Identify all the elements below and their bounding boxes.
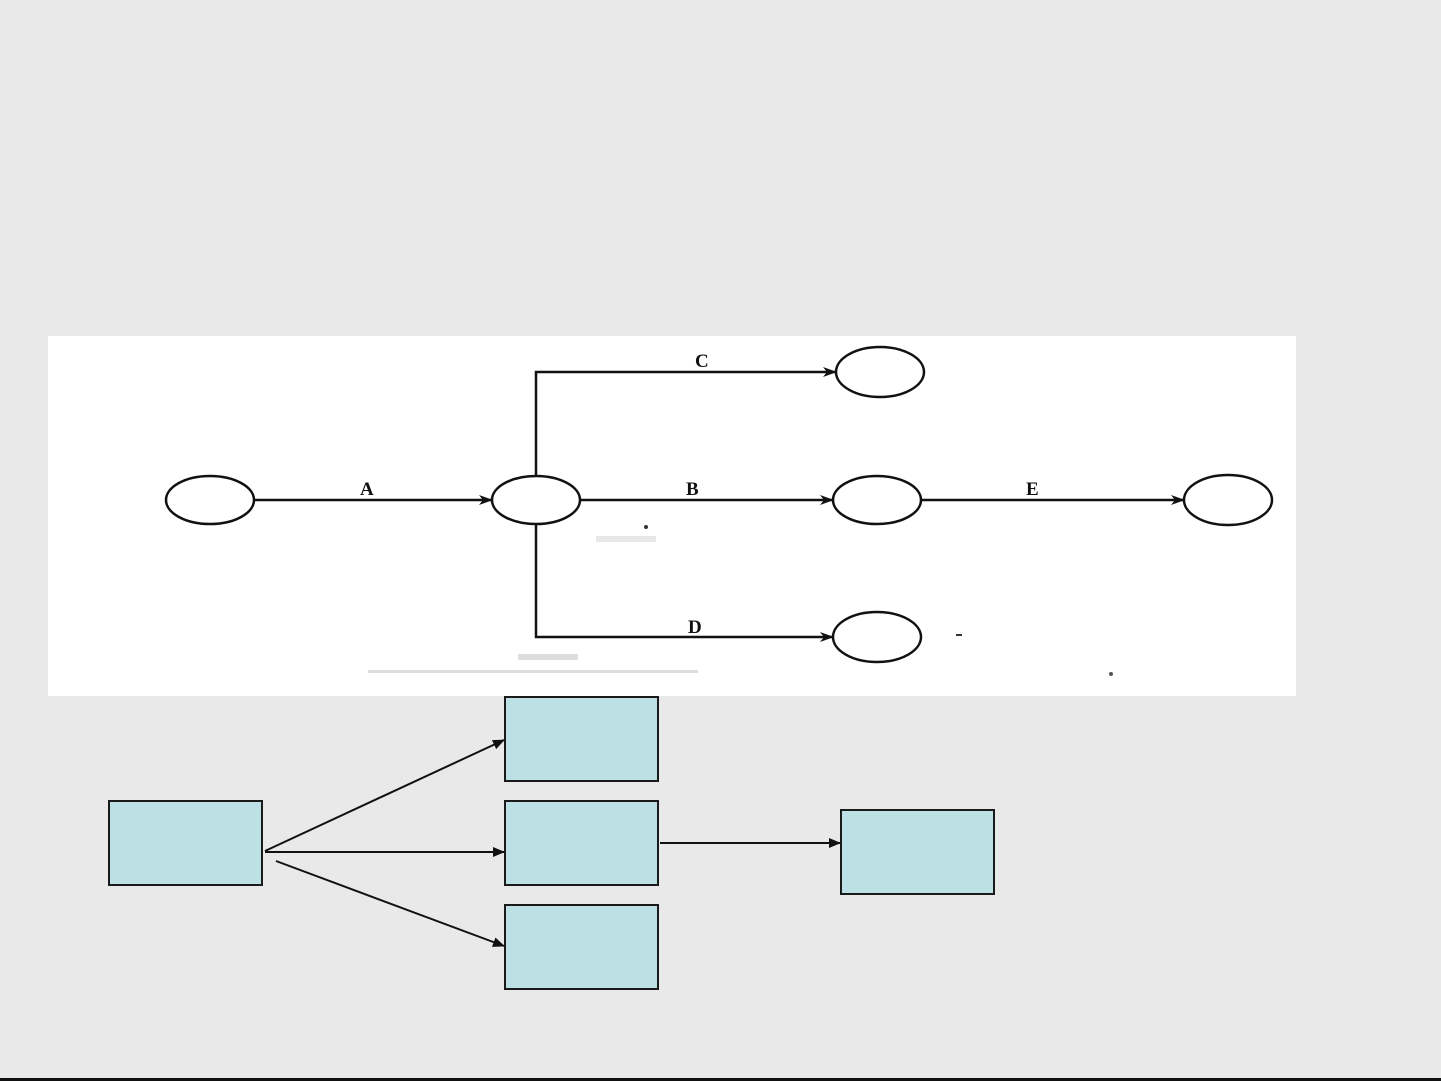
activity-box-middle: [504, 800, 659, 886]
aoa-network-svg: A B C D E: [164, 345, 1274, 676]
bottom-rule: [0, 1078, 1441, 1081]
edge-label-c: C: [695, 351, 709, 372]
edge-label-d: D: [688, 617, 702, 638]
activity-box-bottom: [504, 904, 659, 990]
scan-noise: [368, 525, 1113, 676]
edge-d-arrow: [534, 524, 834, 642]
edge-c-arrow: [534, 367, 837, 476]
edge-label-a: A: [360, 479, 374, 500]
connector-to-bottom-box: [275, 860, 505, 947]
activity-box-left: [108, 800, 263, 886]
edge-label-e: E: [1026, 479, 1039, 500]
edge-label-b: B: [686, 479, 699, 500]
activity-on-arrow-diagram: A B C D E: [48, 336, 1296, 696]
connector-to-top-box: [264, 739, 505, 852]
activity-box-right: [840, 809, 995, 895]
activity-box-top: [504, 696, 659, 782]
